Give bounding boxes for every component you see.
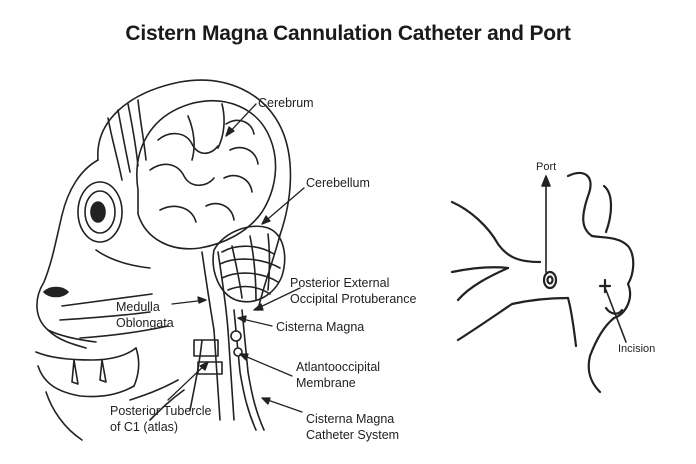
label-cerebrum: Cerebrum <box>258 96 314 110</box>
label-catheter-line2: Catheter System <box>306 428 400 442</box>
label-medulla-line2: Oblongata <box>116 316 174 330</box>
label-cerebellum: Cerebellum <box>306 176 370 190</box>
cerebrum-shape <box>136 100 277 250</box>
leader-lines <box>167 103 305 413</box>
label-tubercle-line2: of C1 (atlas) <box>110 420 179 434</box>
label-posterior-external-line1: Posterior External <box>290 276 390 290</box>
dorsal-view-figure <box>450 171 635 394</box>
label-atlanto-line2: Membrane <box>296 376 356 390</box>
monkey-head-profile <box>35 79 292 441</box>
label-tubercle-line1: Posterior Tubercle <box>110 404 212 418</box>
label-medulla-line1: Medulla <box>116 300 160 314</box>
label-catheter-line1: Cisterna Magna <box>306 412 395 426</box>
label-incision: Incision <box>618 343 656 355</box>
label-posterior-external-line2: Occipital Protuberance <box>290 292 417 306</box>
label-port: Port <box>536 161 557 173</box>
diagram-title: Cistern Magna Cannulation Catheter and P… <box>125 22 571 45</box>
dorsal-leader-lines <box>541 175 627 343</box>
label-cisterna-magna: Cisterna Magna <box>276 320 365 334</box>
label-atlanto-line1: Atlantooccipital <box>296 360 381 374</box>
brainstem-shape <box>193 251 265 431</box>
